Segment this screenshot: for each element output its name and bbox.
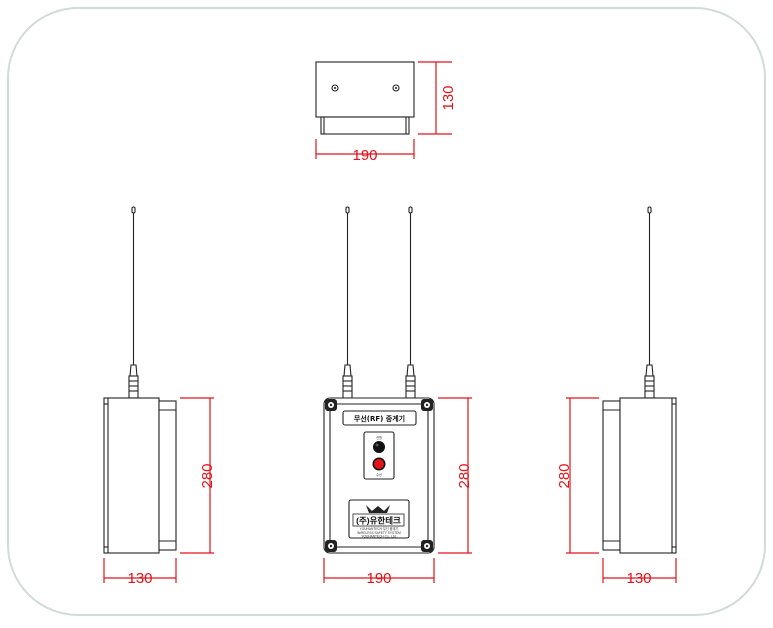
screw-icon <box>392 84 400 92</box>
corner-screw-icon <box>421 399 433 411</box>
antenna <box>405 206 416 399</box>
top-view <box>315 61 415 135</box>
top-height-dimension: 130 <box>418 61 457 135</box>
power-indicator-icon <box>373 441 385 453</box>
right-depth-label: 130 <box>626 570 651 587</box>
corner-screw-icon <box>325 540 337 552</box>
left-depth-label: 130 <box>127 570 152 587</box>
right-height-dimension: 280 <box>556 397 599 554</box>
antenna <box>342 206 353 399</box>
top-width-dimension: 190 <box>315 139 415 164</box>
screw-icon <box>331 84 339 92</box>
left-depth-dimension: 130 <box>103 558 177 587</box>
right-height-label: 280 <box>556 463 573 488</box>
left-height-label: 280 <box>199 463 216 488</box>
indicator-label-top: 전원 <box>376 435 382 440</box>
left-view-body <box>103 397 160 554</box>
corner-screw-icon <box>421 540 433 552</box>
top-height-label: 130 <box>440 85 457 110</box>
front-height-label: 280 <box>456 463 473 488</box>
right-view-lid <box>602 400 621 551</box>
brand-name: (주)유한테크 <box>356 516 401 526</box>
top-view-lid <box>320 116 410 135</box>
indicator-label-bottom: 수신 <box>376 472 382 477</box>
title-plate <box>342 410 417 426</box>
right-side-view <box>602 206 677 554</box>
antenna <box>644 206 655 399</box>
corner-screw-icon <box>325 399 337 411</box>
left-view-lid <box>158 400 177 551</box>
brand-plate <box>348 499 410 539</box>
front-height-dimension: 280 <box>438 397 473 554</box>
right-view-body <box>619 397 677 554</box>
brand-line-3: YOUHANTECH Co., Ltd. <box>361 535 396 539</box>
front-width-dimension: 190 <box>323 558 435 587</box>
brand-line-2: WIRELESS SAFETY SYSTEM <box>357 531 401 535</box>
antenna <box>128 206 139 399</box>
front-view: 무선(RF) 중계기 전원 수신 (주)유한테크 YOUHANTECH 무선 중… <box>323 206 435 554</box>
left-side-view <box>103 206 177 554</box>
right-depth-dimension: 130 <box>602 558 677 587</box>
drawing-frame <box>7 7 766 616</box>
top-width-label: 190 <box>352 147 377 164</box>
brand-line-1: YOUHANTECH 무선 중계기 <box>360 526 399 531</box>
front-width-label: 190 <box>366 570 391 587</box>
top-view-body <box>315 61 415 118</box>
brand-logo-icon <box>366 505 390 513</box>
left-height-dimension: 280 <box>180 397 216 554</box>
indicator-panel <box>363 431 395 480</box>
title-plate-label: 무선(RF) 중계기 <box>354 414 405 423</box>
